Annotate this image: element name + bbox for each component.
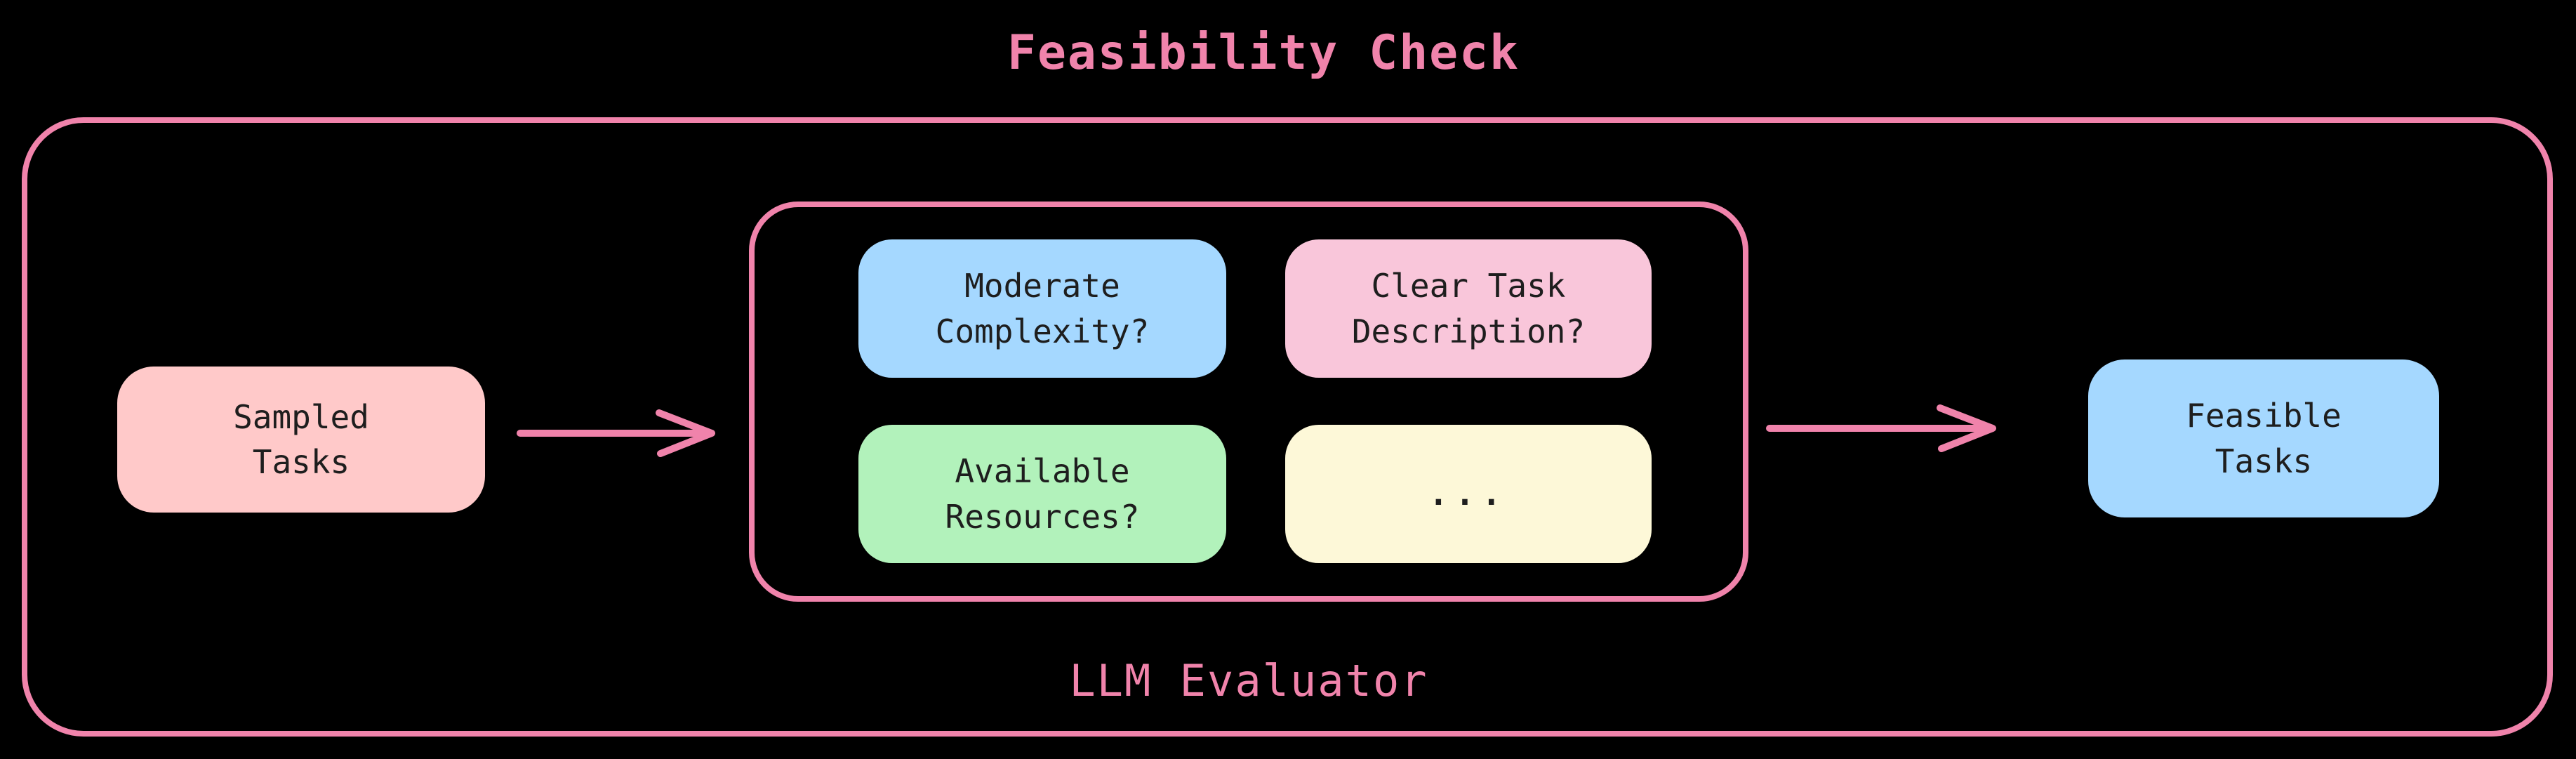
- node-clear-task-description-label: Clear Task Description?: [1351, 267, 1586, 350]
- arrow-evaluator-to-feasible-icon: [1766, 404, 1996, 452]
- llm-evaluator-label: LLM Evaluator: [1069, 655, 1428, 706]
- feasibility-check-container: [22, 117, 2553, 737]
- node-sampled-tasks: Sampled Tasks: [117, 367, 485, 513]
- node-sampled-tasks-label: Sampled Tasks: [233, 397, 369, 481]
- node-available-resources-label: Available Resources?: [945, 452, 1140, 536]
- node-moderate-complexity-label: Moderate Complexity?: [935, 267, 1150, 350]
- node-feasible-tasks: Feasible Tasks: [2088, 359, 2439, 517]
- node-moderate-complexity: Moderate Complexity?: [858, 239, 1226, 378]
- node-available-resources: Available Resources?: [858, 425, 1226, 563]
- node-more-criteria-label: ...: [1428, 475, 1508, 513]
- diagram-title: Feasibility Check: [1007, 25, 1520, 81]
- node-more-criteria: ...: [1285, 425, 1652, 563]
- node-clear-task-description: Clear Task Description?: [1285, 239, 1652, 378]
- arrow-sampled-to-evaluator-icon: [517, 409, 715, 457]
- node-feasible-tasks-label: Feasible Tasks: [2186, 397, 2342, 480]
- llm-evaluator-container: [749, 202, 1748, 602]
